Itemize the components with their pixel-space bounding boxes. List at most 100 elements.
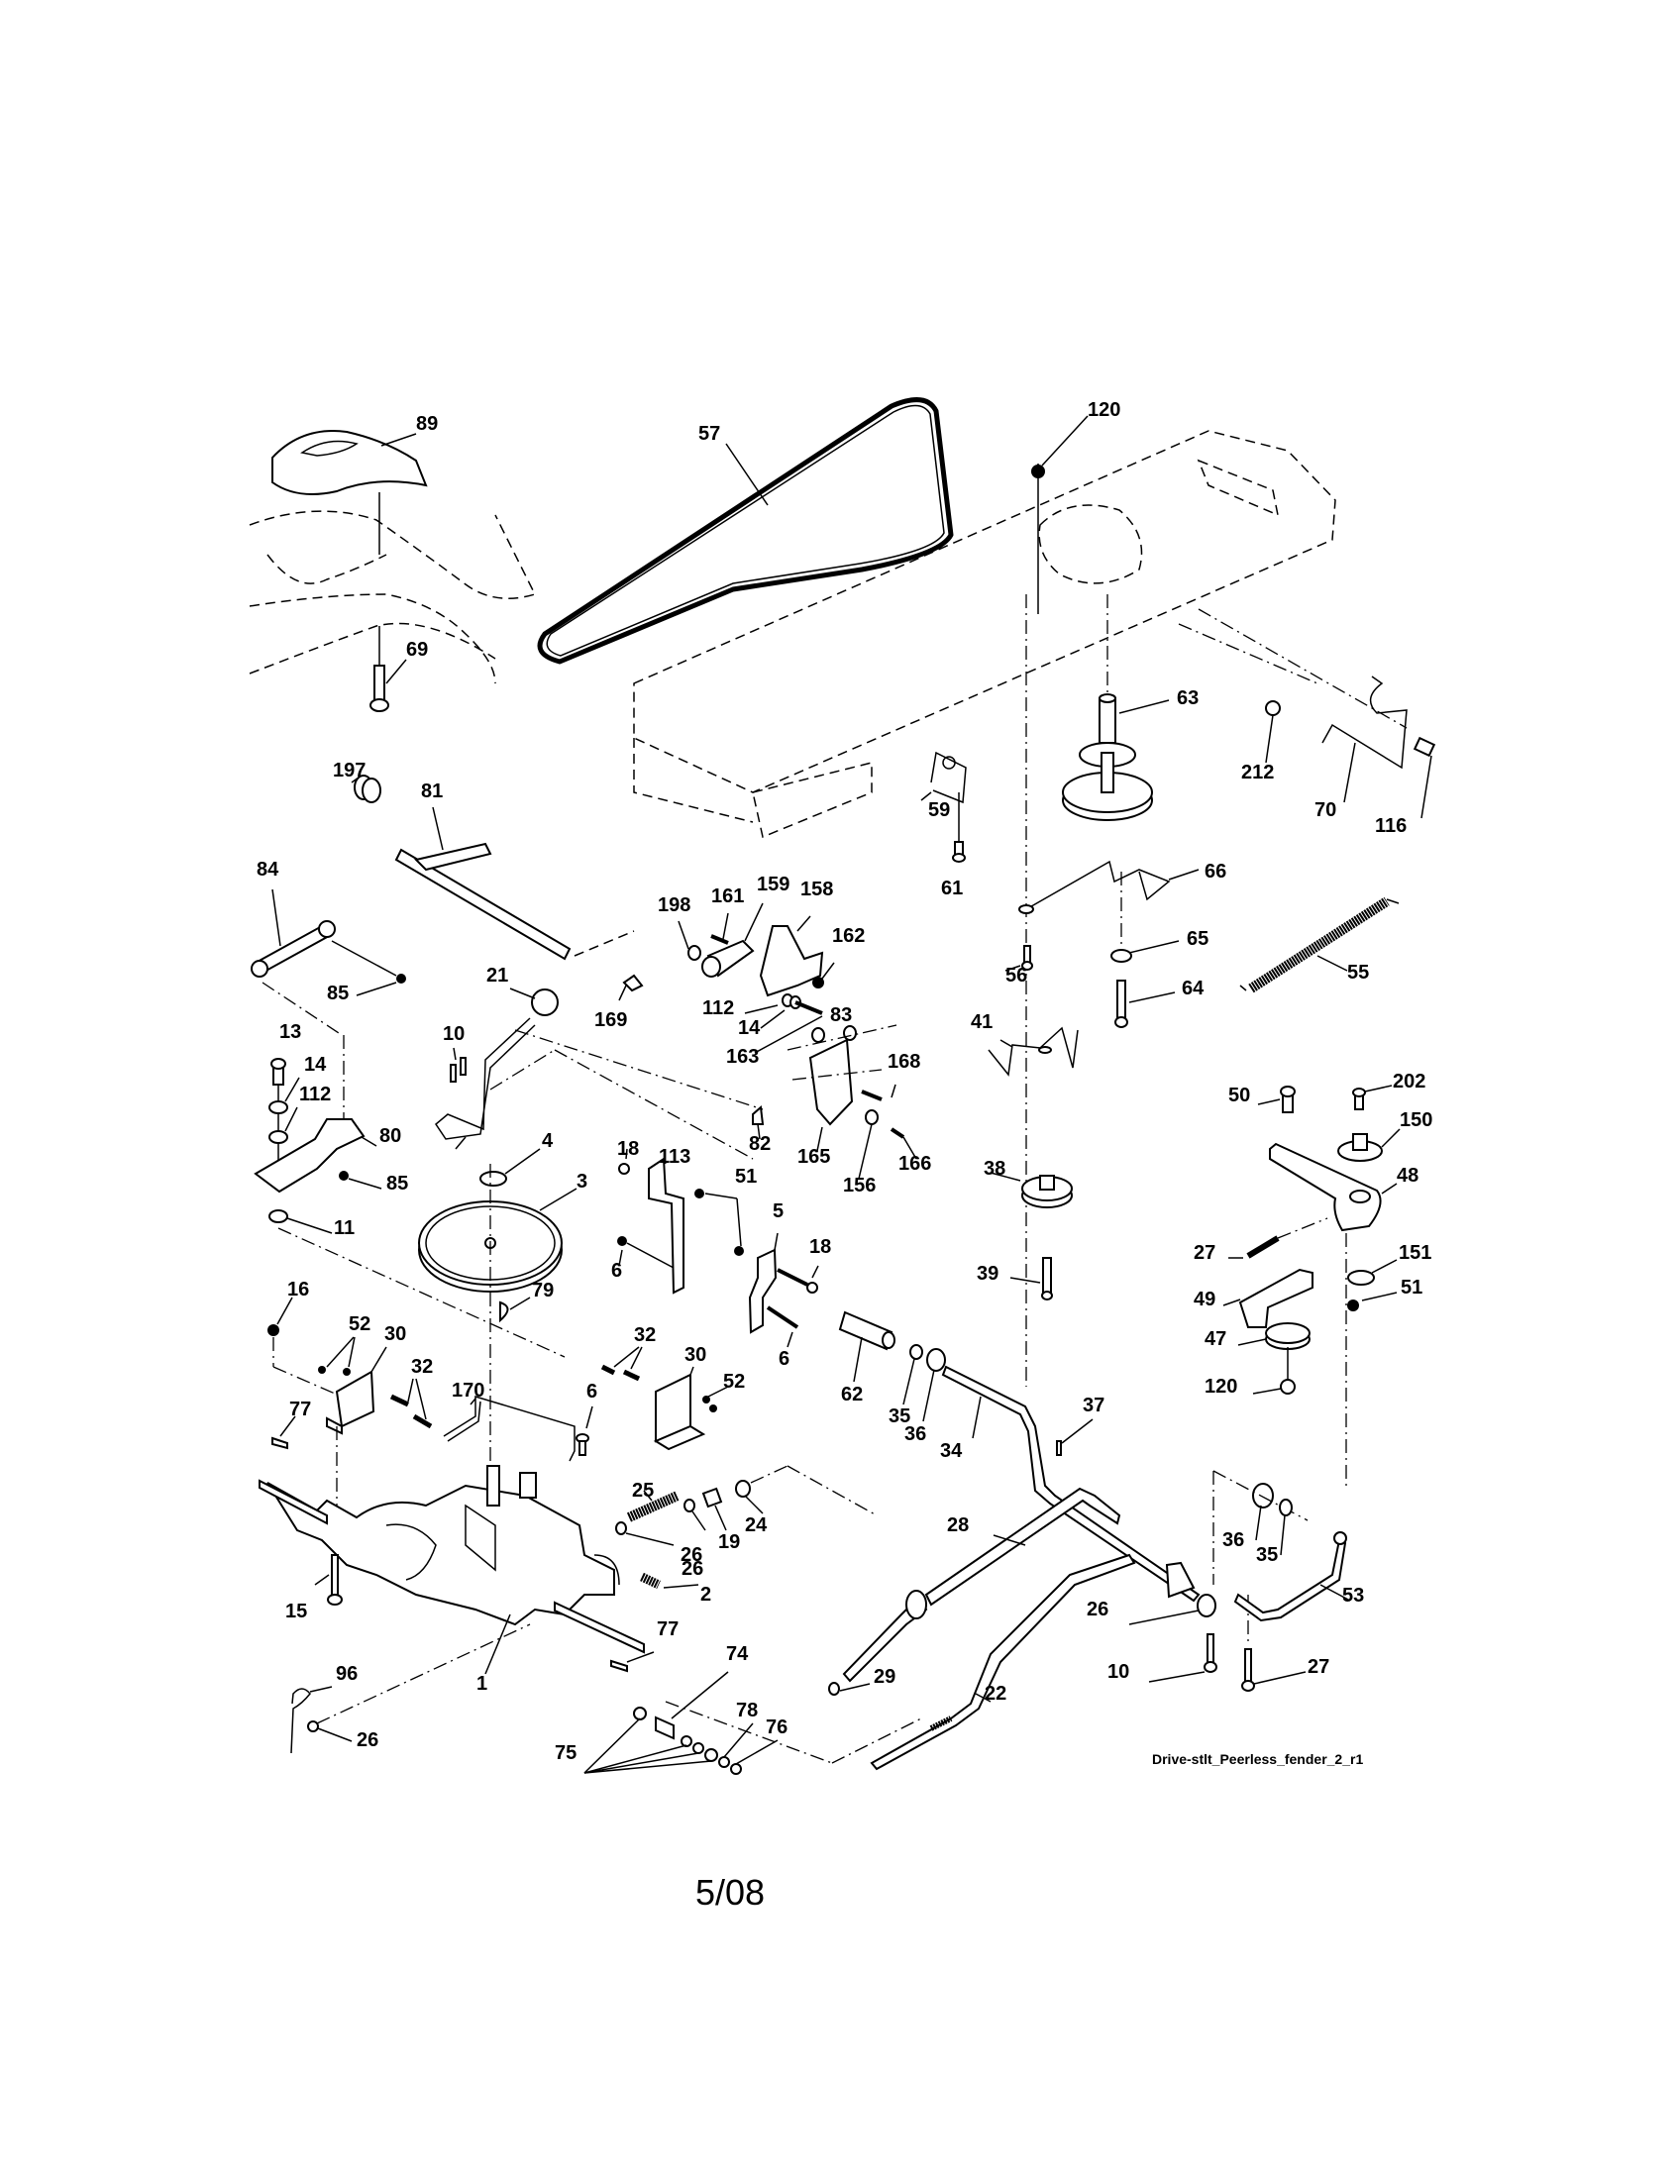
- part-label-50: 50: [1228, 1085, 1251, 1106]
- part-label-112b: 112: [299, 1084, 332, 1105]
- bracket-part-113: [648, 1157, 684, 1295]
- nut-part-16: [267, 1297, 343, 1398]
- bolt-part-116: [1413, 736, 1436, 819]
- nut-part-24: [735, 1465, 878, 1516]
- part-label-55: 55: [1347, 962, 1370, 984]
- part-label-159: 159: [757, 874, 790, 895]
- nut-part-162: [812, 962, 835, 988]
- part-label-85a: 85: [327, 983, 350, 1004]
- part-label-35a: 35: [889, 1405, 911, 1427]
- bolt-part-39: [1009, 1257, 1053, 1300]
- washer-part-14-left: [268, 1077, 300, 1114]
- part-label-14b: 14: [304, 1054, 327, 1076]
- pin-part-37: [1056, 1418, 1094, 1456]
- part-label-120a: 120: [1088, 399, 1121, 421]
- part-label-38: 38: [984, 1158, 1006, 1180]
- clip-part-169: [618, 974, 644, 1001]
- part-label-82: 82: [749, 1133, 772, 1155]
- bolt-part-168: [861, 1084, 896, 1101]
- part-label-197: 197: [333, 760, 367, 781]
- part-label-77b: 77: [657, 1618, 680, 1640]
- part-label-158: 158: [800, 879, 834, 900]
- part-label-79: 79: [532, 1280, 555, 1301]
- part-label-51b: 51: [1401, 1277, 1423, 1299]
- washer-part-36-right: [1212, 1470, 1309, 1585]
- bolt-part-10-right: [1148, 1633, 1217, 1683]
- part-label-151: 151: [1399, 1242, 1432, 1264]
- part-label-52a: 52: [349, 1313, 371, 1335]
- part-label-70: 70: [1314, 799, 1337, 821]
- pulley-part-38: [990, 1172, 1073, 1208]
- part-label-30a: 30: [384, 1323, 407, 1345]
- part-label-1: 1: [476, 1673, 488, 1695]
- part-label-61: 61: [941, 878, 964, 899]
- spring-hook-part-27: [1228, 1217, 1328, 1259]
- fender-outline: [249, 510, 537, 684]
- part-label-6c: 6: [586, 1381, 598, 1403]
- part-label-19: 19: [718, 1531, 741, 1553]
- part-label-198: 198: [658, 894, 691, 916]
- nut-part-51-middle: [694, 1189, 744, 1256]
- bracket-part-30-right: [653, 1366, 706, 1451]
- washer-part-156: [858, 1109, 879, 1180]
- part-label-83: 83: [830, 1004, 853, 1026]
- bolt-part-50: [1257, 1086, 1296, 1113]
- drawing-id-text: Drive-stlt_Peerless_fender_2_r1: [1152, 1751, 1364, 1767]
- drive-belt-part-57: [537, 397, 954, 665]
- washer-part-26-a: [615, 1521, 675, 1546]
- pivot-part-159: [701, 902, 764, 978]
- nut-part-35-right: [1279, 1499, 1293, 1556]
- bracket-part-5: [748, 1232, 779, 1334]
- bracket-part-80: [254, 1035, 377, 1194]
- part-label-74: 74: [726, 1643, 749, 1665]
- part-label-81: 81: [421, 780, 444, 802]
- part-label-84: 84: [257, 859, 279, 881]
- bolt-part-6-right: [576, 1405, 593, 1456]
- part-label-202: 202: [1393, 1071, 1426, 1092]
- washer-part-36-left: [922, 1348, 946, 1422]
- spring-part-55: [1239, 896, 1400, 993]
- washer-part-11: [268, 1209, 333, 1234]
- bolt-part-202: [1352, 1085, 1393, 1110]
- bushing-part-19: [701, 1487, 727, 1531]
- rod-part-66: [1018, 594, 1200, 1387]
- part-label-2: 2: [700, 1584, 712, 1606]
- key-part-79: [499, 1297, 531, 1323]
- washer-part-198: [678, 920, 701, 961]
- part-label-36a: 36: [904, 1423, 927, 1445]
- part-label-52b: 52: [723, 1371, 746, 1393]
- fender-cover-part-89: [271, 430, 428, 555]
- bushing-part-197: [351, 775, 381, 803]
- rod-part-22: [870, 1553, 1136, 1771]
- link-part-84: [251, 888, 397, 978]
- part-label-16: 16: [287, 1279, 310, 1300]
- part-label-113: 113: [659, 1146, 691, 1168]
- part-label-65: 65: [1187, 928, 1209, 950]
- part-label-4: 4: [542, 1130, 554, 1152]
- part-label-32b: 32: [411, 1356, 434, 1378]
- part-label-96: 96: [336, 1663, 359, 1685]
- bolt-part-6-left: [617, 1236, 675, 1269]
- spacer-part-74: [655, 1671, 729, 1740]
- bolt-part-161: [710, 912, 729, 945]
- part-label-48: 48: [1397, 1165, 1419, 1187]
- part-label-26c: 26: [1087, 1599, 1109, 1620]
- key-part-77-left: [271, 1415, 296, 1450]
- bolt-part-6-middle: [766, 1305, 799, 1348]
- cotter-pin-part-96: [290, 1686, 333, 1754]
- nut-part-85-top: [356, 974, 406, 996]
- washer-part-26-b: [683, 1499, 706, 1531]
- part-label-25: 25: [632, 1480, 655, 1502]
- part-label-41: 41: [971, 1011, 994, 1033]
- nut-part-120-top: [1031, 415, 1089, 614]
- bushing-part-62: [838, 1310, 895, 1383]
- wire-part-41: [988, 1026, 1079, 1077]
- spring-part-25: [626, 1490, 681, 1522]
- pulley-part-47: [1237, 1322, 1311, 1350]
- bolt-part-56: [1004, 945, 1033, 972]
- part-label-27b: 27: [1308, 1656, 1330, 1678]
- washer-part-151: [1347, 1259, 1398, 1286]
- nut-part-120-bottom: [1252, 1347, 1296, 1395]
- nuts-part-52-left: [318, 1336, 356, 1376]
- spacer-parts-112-14-163: [744, 993, 823, 1054]
